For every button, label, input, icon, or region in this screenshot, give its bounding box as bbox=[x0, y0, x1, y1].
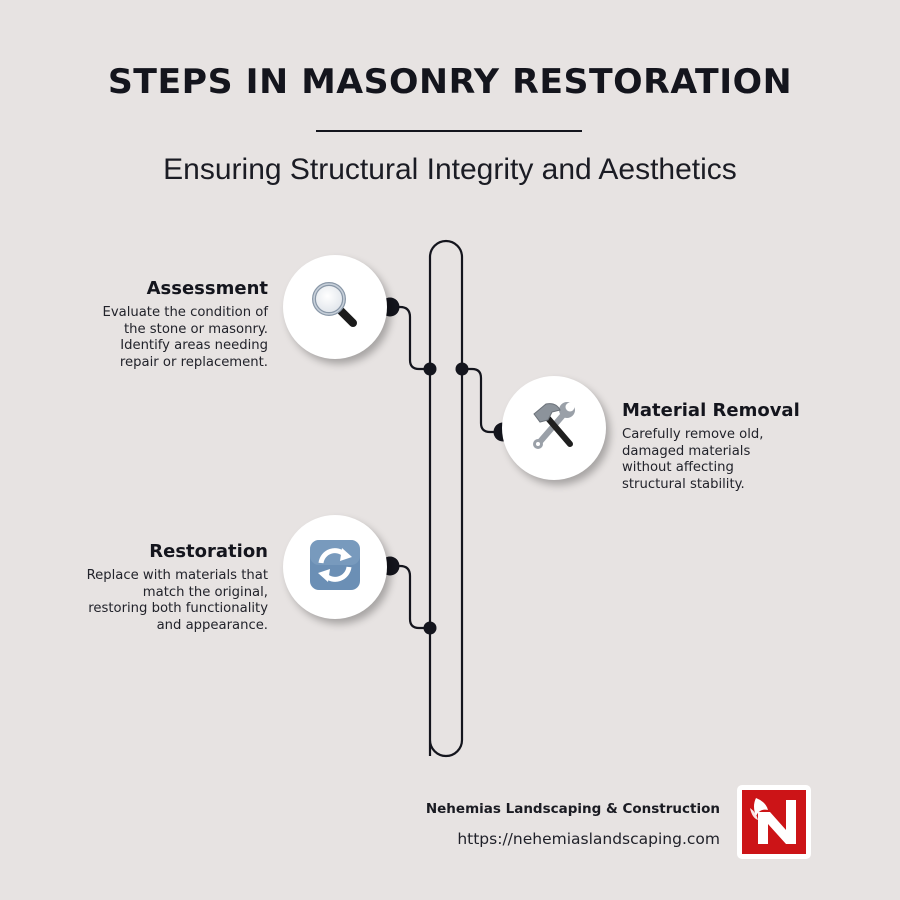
hammer-and-wrench-icon bbox=[526, 398, 582, 458]
company-url[interactable]: https://nehemiaslandscaping.com bbox=[457, 830, 720, 848]
step-node-material-removal bbox=[502, 376, 606, 480]
step-node-restoration bbox=[283, 515, 387, 619]
magnifying-glass-icon bbox=[307, 277, 363, 337]
refresh-arrows-icon bbox=[309, 539, 361, 595]
company-name: Nehemias Landscaping & Construction bbox=[425, 801, 720, 817]
page-title: STEPS IN MASONRY RESTORATION bbox=[107, 62, 793, 102]
step-node-assessment bbox=[283, 255, 387, 359]
junction-dot-restoration bbox=[423, 621, 437, 635]
page-subtitle: Ensuring Structural Integrity and Aesthe… bbox=[163, 153, 737, 186]
company-logo bbox=[737, 785, 811, 859]
step-title: Assessment bbox=[146, 278, 268, 299]
step-description: Replace with materials that match the or… bbox=[86, 568, 268, 633]
step-description: Evaluate the condition of the stone or m… bbox=[102, 305, 268, 370]
step-material-removal: Material Removal Carefully remove old, d… bbox=[622, 400, 800, 493]
step-description: Carefully remove old, damaged materials … bbox=[622, 427, 764, 492]
junction-dot-assessment bbox=[423, 362, 437, 376]
step-assessment: Assessment Evaluate the condition of the… bbox=[102, 278, 268, 371]
junction-dot-material-removal bbox=[455, 362, 469, 376]
step-title: Material Removal bbox=[622, 400, 800, 421]
step-title: Restoration bbox=[149, 541, 268, 562]
step-restoration: Restoration Replace with materials that … bbox=[87, 541, 268, 634]
timeline-track bbox=[428, 239, 464, 758]
title-divider bbox=[316, 130, 582, 132]
logo-n-flame-icon bbox=[750, 798, 796, 844]
